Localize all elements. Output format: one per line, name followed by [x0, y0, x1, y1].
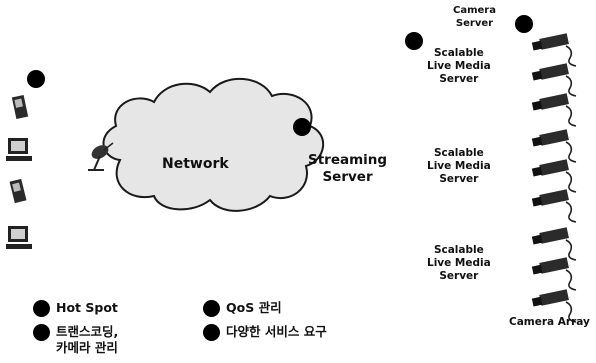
video-camera-icon — [531, 189, 577, 223]
video-camera-icon — [531, 33, 577, 67]
legend-label: 트랜스코딩, 카메라 관리 — [56, 324, 119, 355]
legend-service-request: 다양한 서비스 요구 — [203, 324, 327, 341]
scalable-live-media-server-label: Scalable Live Media Server — [427, 47, 491, 86]
pc-workstation-icon — [6, 138, 32, 161]
legend-qos: QoS 관리 — [203, 300, 282, 317]
scalable-live-media-server-label: Scalable Live Media Server — [427, 147, 491, 186]
hotspot-marker — [27, 70, 45, 88]
legend-label: 다양한 서비스 요구 — [226, 324, 327, 339]
camera-array-label: Camera Array — [509, 316, 590, 328]
network-cloud — [102, 78, 325, 212]
service-request-marker — [515, 15, 533, 33]
video-camera-icon — [531, 159, 577, 193]
satellite-dish-icon — [88, 142, 114, 171]
streaming-server-label: Streaming Server — [308, 152, 388, 185]
network-label: Network — [162, 156, 229, 172]
video-camera-icon — [531, 257, 577, 291]
transcoding-marker — [405, 32, 423, 50]
video-camera-icon — [531, 93, 577, 127]
scalable-live-media-server-label: Scalable Live Media Server — [427, 244, 491, 283]
pc-workstation-icon — [6, 226, 32, 249]
legend-marker — [33, 300, 50, 317]
legend-marker — [203, 324, 220, 341]
legend-label: Hot Spot — [56, 300, 118, 315]
pda-icon — [11, 94, 29, 120]
legend-transcoding: 트랜스코딩, 카메라 관리 — [33, 324, 118, 355]
pda-icon — [9, 178, 27, 204]
video-camera-icon — [531, 227, 577, 261]
camera-array — [531, 33, 577, 323]
qos-marker — [293, 118, 311, 136]
video-camera-icon — [531, 63, 577, 97]
legend-marker — [33, 324, 50, 341]
legend-label: QoS 관리 — [226, 300, 282, 315]
legend-hot-spot: Hot Spot — [33, 300, 118, 317]
video-camera-icon — [531, 129, 577, 163]
legend-marker — [203, 300, 220, 317]
video-camera-icon — [531, 289, 577, 323]
camera-server-label: Camera Server — [453, 5, 496, 29]
